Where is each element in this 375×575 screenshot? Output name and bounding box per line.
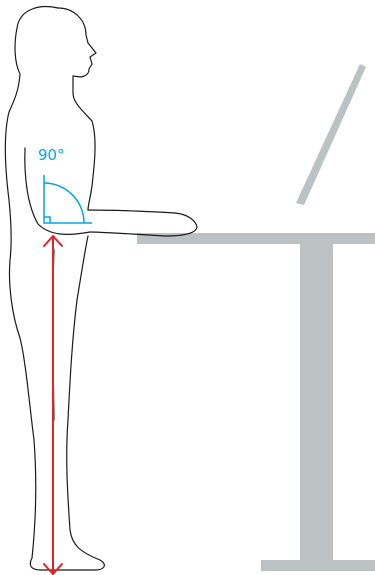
standing-desk [137, 233, 375, 571]
person-front-leg [42, 236, 104, 570]
elbow-angle-marker: 90° [38, 146, 92, 223]
person-outline [5, 7, 197, 570]
angle-inner-square [44, 217, 50, 223]
person-arm-upper [88, 210, 197, 236]
desk-column [300, 244, 333, 560]
laptop-screen [296, 64, 366, 205]
person-front-contour [58, 8, 96, 210]
desk-foot [261, 560, 375, 571]
person-back-contour [5, 7, 58, 570]
elbow-height-arrow [44, 236, 62, 574]
angle-label: 90° [38, 146, 65, 164]
desk-top [137, 233, 375, 244]
right-angle-icon [44, 175, 92, 223]
